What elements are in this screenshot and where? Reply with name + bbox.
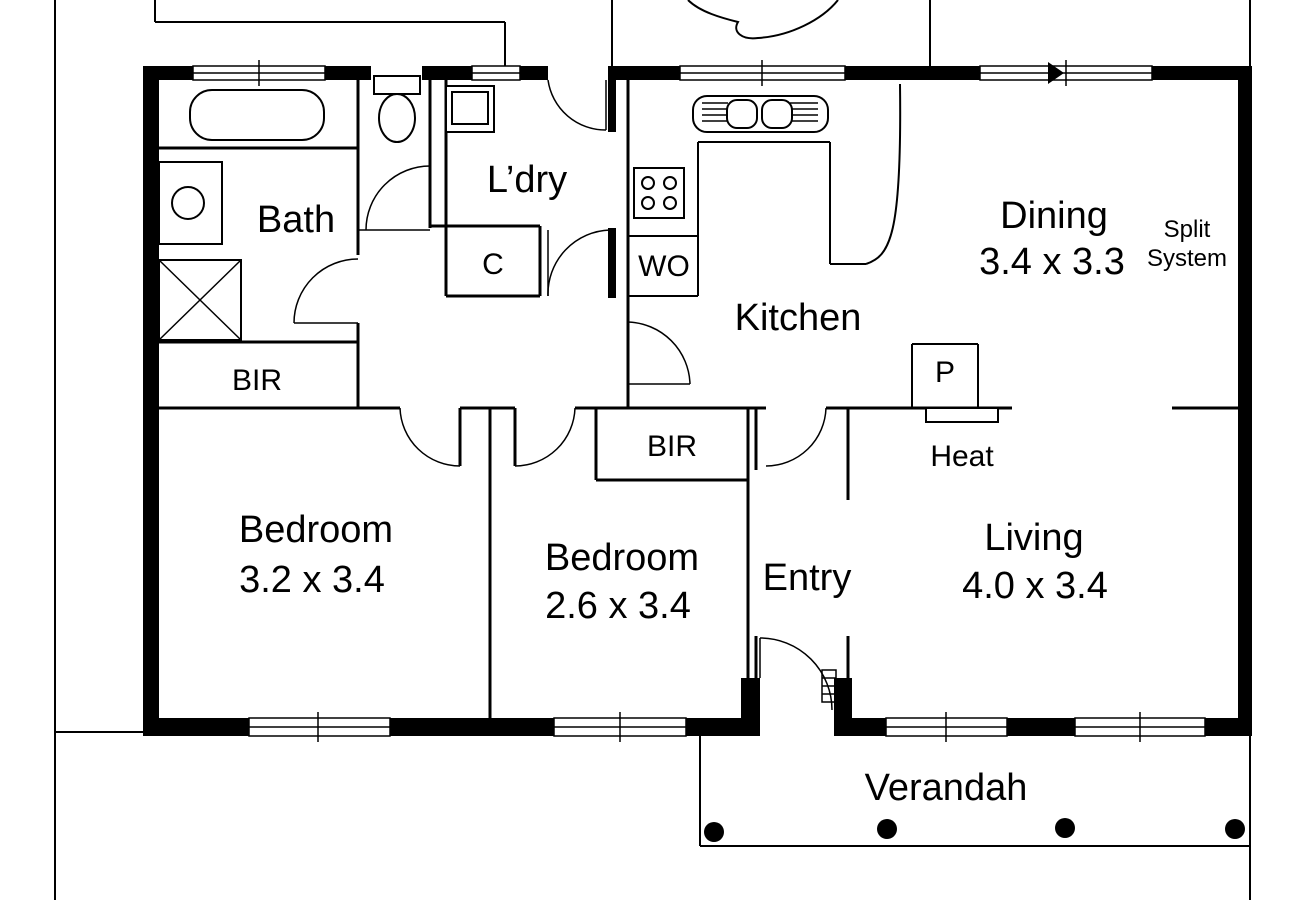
bedroom1-label: Bedroom	[239, 509, 393, 551]
cupboard-label: C	[482, 248, 504, 281]
dining-label: Dining	[1000, 195, 1108, 237]
kitchen-label: Kitchen	[735, 297, 862, 339]
cooktop	[633, 167, 685, 219]
dining-size: 3.4 x 3.3	[979, 241, 1125, 283]
verandah-outline	[699, 736, 1250, 847]
doors	[293, 79, 833, 711]
garden-bed	[687, 0, 839, 40]
split-system-label-1: Split	[1164, 216, 1211, 243]
verandah-post	[1055, 818, 1075, 838]
living-size: 4.0 x 3.4	[962, 565, 1108, 607]
split-system-label-2: System	[1147, 245, 1227, 272]
vanity-basin	[158, 161, 223, 245]
pantry	[911, 343, 979, 408]
entry-steps	[821, 669, 837, 703]
interior-walls	[159, 80, 1238, 718]
bath-label: Bath	[257, 199, 335, 241]
wo-label: WO	[638, 250, 690, 283]
kitchen-bench	[628, 83, 902, 297]
laundry-trough	[445, 85, 495, 133]
heat-label: Heat	[930, 440, 994, 473]
verandah-posts	[704, 818, 1245, 842]
windows	[192, 60, 1206, 742]
bedroom1-size: 3.2 x 3.4	[239, 559, 385, 601]
verandah-post	[1225, 819, 1245, 839]
bir-bath-label: BIR	[232, 364, 282, 397]
heater	[925, 407, 999, 423]
bathtub	[189, 89, 325, 141]
verandah-post	[877, 819, 897, 839]
kitchen-sink	[692, 95, 829, 133]
laundry-label: L’dry	[487, 159, 567, 201]
living-label: Living	[984, 517, 1083, 559]
verandah-post	[704, 822, 724, 842]
bir-bed2-label: BIR	[647, 430, 697, 463]
exterior-walls	[143, 66, 1252, 736]
bedroom2-label: Bedroom	[545, 537, 699, 579]
pantry-label: P	[935, 356, 955, 389]
entry-label: Entry	[763, 557, 852, 599]
shower	[158, 259, 242, 341]
bedroom2-size: 2.6 x 3.4	[545, 585, 691, 627]
toilet	[373, 75, 421, 143]
verandah-label: Verandah	[865, 767, 1028, 809]
